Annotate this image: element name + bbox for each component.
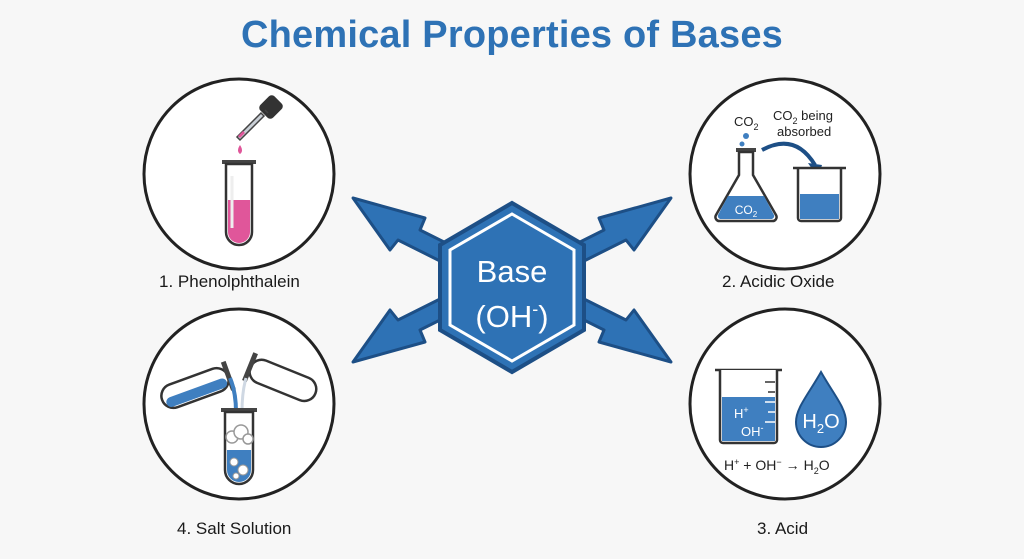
beaker-icon — [793, 166, 846, 223]
label-acidic-oxide: 2. Acidic Oxide — [722, 272, 835, 291]
label-acid: 3. Acid — [757, 519, 809, 538]
panel-phenolphthalein — [142, 77, 336, 271]
salt-test-tube-icon — [221, 408, 257, 486]
base-label: Base — [477, 254, 548, 289]
absorb-arrow — [761, 141, 817, 167]
acid-beaker-icon: H+ OH- — [715, 368, 782, 445]
panel-salt-solution — [142, 307, 336, 501]
flask-icon: CO2 — [714, 148, 778, 223]
dropper-icon — [235, 95, 283, 142]
right-pouring-tube-icon — [242, 352, 318, 403]
absorbed-label-line2: absorbed — [777, 124, 831, 139]
test-tube-icon — [222, 160, 256, 247]
water-formula: H2O — [802, 411, 839, 436]
hydroxide-ion-label: OH- — [741, 423, 764, 439]
hydrogen-ion-label: H+ — [734, 405, 749, 421]
label-phenolphthalein: 1. Phenolphthalein — [159, 272, 300, 291]
panel-acid: H+ OH- H2O H+ + OH−→H2O — [688, 307, 882, 501]
neutralization-equation: H+ + OH−→H2O — [724, 457, 830, 476]
flask-co2-label: CO2 — [735, 203, 758, 219]
base-hexagon: Base (OH-) — [438, 200, 586, 375]
pink-drop — [238, 145, 242, 154]
absorbed-label-line1: CO2 being — [773, 108, 833, 126]
panel-acidic-oxide: CO2 CO2 being absorbed CO2 — [688, 77, 882, 271]
page-title: Chemical Properties of Bases — [240, 14, 784, 56]
hydroxide-label: (OH-) — [475, 299, 548, 334]
water-drop-icon: H2O — [794, 369, 848, 448]
label-salt-solution: 4. Salt Solution — [177, 519, 292, 538]
co2-gas-label: CO2 — [734, 114, 759, 132]
